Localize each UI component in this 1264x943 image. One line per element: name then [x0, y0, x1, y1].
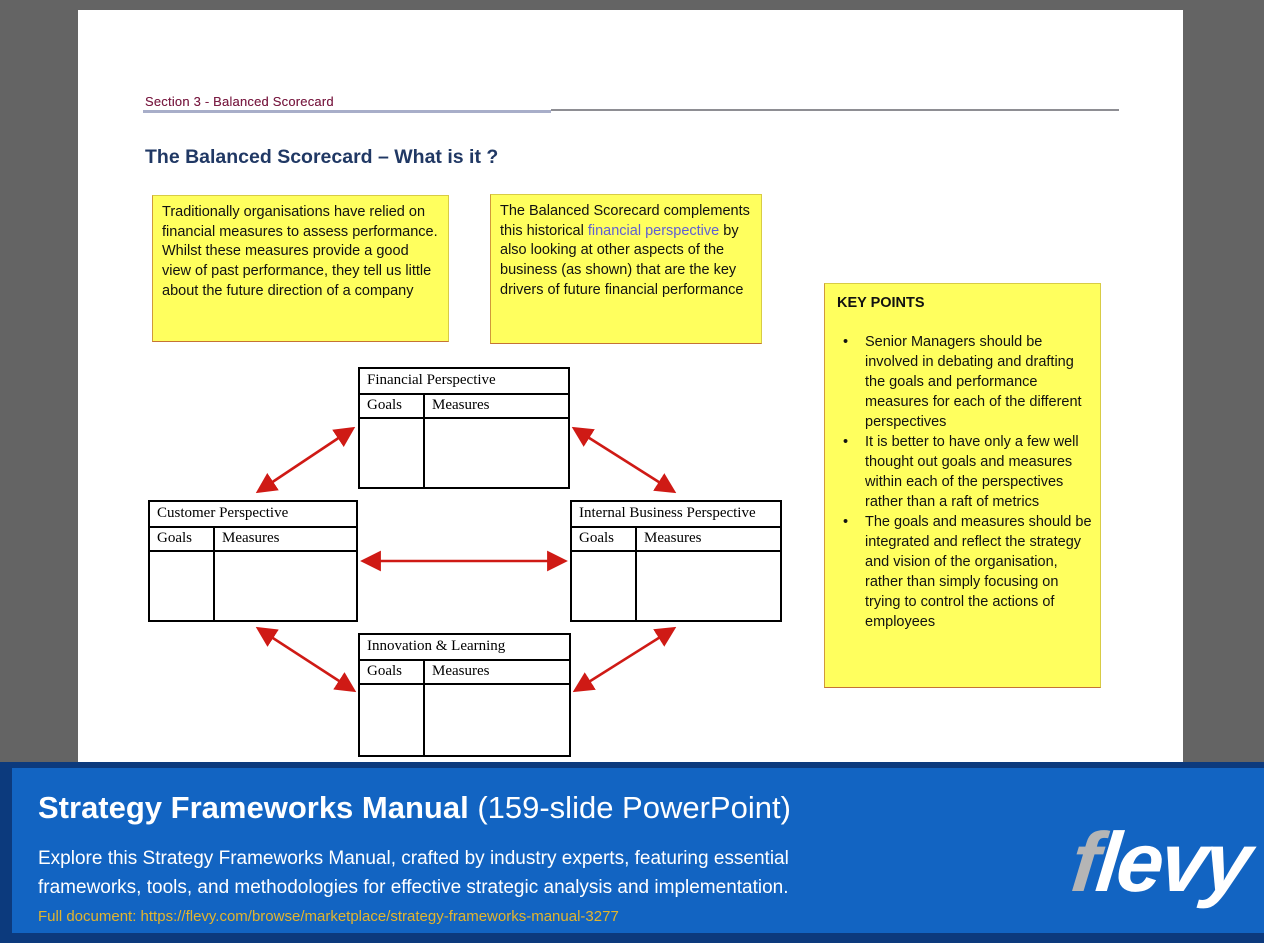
key-points-panel: KEY POINTS Senior Managers should be inv… [824, 283, 1101, 688]
note-left-text: Traditionally organisations have relied … [162, 204, 438, 299]
diagram-box-internal-business: Internal Business Perspective Goals Meas… [570, 500, 782, 622]
banner-description: Explore this Strategy Frameworks Manual,… [38, 848, 789, 898]
box-title: Customer Perspective [150, 502, 356, 528]
page-title: The Balanced Scorecard – What is it ? [145, 146, 499, 168]
measures-cell [637, 552, 780, 620]
goals-header: Goals [150, 528, 215, 552]
measures-header: Measures [637, 528, 780, 552]
banner-title: Strategy Frameworks Manual (159-slide Po… [38, 790, 791, 826]
section-header-text: Section 3 - Balanced Scorecard [145, 94, 334, 109]
box-title: Internal Business Perspective [572, 502, 780, 528]
box-title: Financial Perspective [360, 369, 568, 395]
marketplace-banner: Strategy Frameworks Manual (159-slide Po… [0, 762, 1264, 943]
measures-header: Measures [425, 661, 569, 685]
document-title: Strategy Frameworks Manual [38, 790, 469, 825]
measures-header: Measures [215, 528, 356, 552]
key-point-item: It is better to have only a few well tho… [837, 432, 1092, 512]
goals-cell [150, 552, 215, 620]
note-traditional-measures: Traditionally organisations have relied … [152, 195, 449, 342]
measures-cell [425, 685, 569, 755]
financial-perspective-highlight: financial perspective [587, 222, 720, 239]
flevy-logo: flevy [1067, 815, 1253, 909]
key-points-title: KEY POINTS [837, 295, 925, 311]
note-balanced-scorecard: The Balanced Scorecard complements this … [490, 194, 762, 344]
key-point-item: The goals and measures should be integra… [837, 512, 1092, 632]
full-document-link[interactable]: Full document: https://flevy.com/browse/… [38, 908, 619, 925]
goals-header: Goals [572, 528, 637, 552]
goals-cell [360, 685, 425, 755]
diagram-box-customer: Customer Perspective Goals Measures [148, 500, 358, 622]
goals-header: Goals [360, 661, 425, 685]
note-right-post: by also looking at other aspects of the … [500, 222, 744, 298]
measures-cell [215, 552, 356, 620]
box-title: Innovation & Learning [360, 635, 569, 661]
key-point-item: Senior Managers should be involved in de… [837, 332, 1092, 432]
goals-header: Goals [360, 395, 425, 419]
goals-cell [572, 552, 637, 620]
measures-header: Measures [425, 395, 568, 419]
header-divider-thick [143, 110, 551, 113]
header-divider-thin [551, 109, 1119, 111]
section-header: Section 3 - Balanced Scorecard [145, 94, 334, 109]
document-format: (159-slide PowerPoint) [468, 790, 791, 825]
measures-cell [425, 419, 568, 487]
goals-cell [360, 419, 425, 487]
flevy-logo-levy: levy [1091, 815, 1253, 909]
logo-panel [1039, 774, 1264, 933]
key-points-list: Senior Managers should be involved in de… [837, 332, 1092, 632]
diagram-box-financial: Financial Perspective Goals Measures [358, 367, 570, 489]
note-right-pre: The Balanced Scorecard complements this … [500, 203, 750, 239]
diagram-box-innovation-learning: Innovation & Learning Goals Measures [358, 633, 571, 757]
banner-panel: Strategy Frameworks Manual (159-slide Po… [12, 768, 1264, 933]
